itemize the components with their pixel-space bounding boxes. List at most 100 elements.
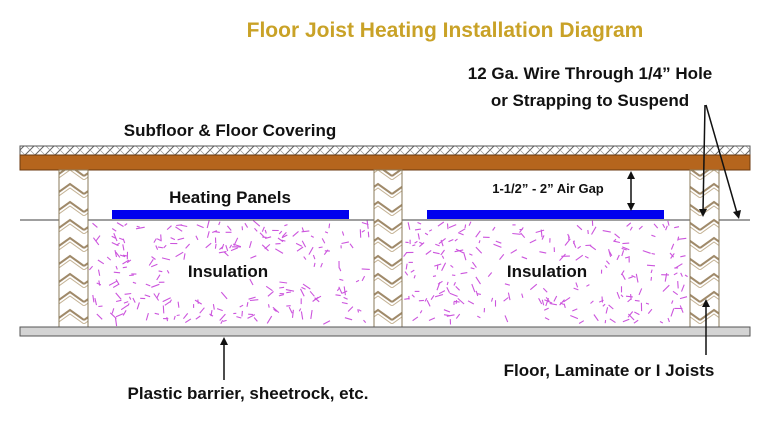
insulation-fiber [504, 283, 510, 286]
insulation-fiber [358, 309, 362, 312]
insulation-fiber [343, 296, 348, 300]
insulation-fiber [281, 239, 286, 242]
wire-leader-line-b [705, 104, 738, 214]
insulation-fiber [412, 244, 416, 247]
insulation-fiber [464, 224, 467, 229]
insulation-fiber [621, 274, 626, 280]
insulation-fiber [273, 308, 277, 313]
insulation-fiber [288, 306, 293, 314]
insulation-fiber [428, 229, 433, 232]
insulation-fiber [156, 238, 161, 241]
insulation-fiber [448, 238, 454, 243]
insulation-fiber [646, 264, 656, 267]
insulation-fiber [310, 235, 314, 238]
insulation-fiber [249, 278, 254, 286]
insulation-fiber [443, 309, 451, 313]
insulation-fiber [604, 265, 608, 269]
insulation-fiber [454, 249, 464, 253]
insulation-fiber [628, 276, 633, 279]
insulation-fiber [108, 280, 118, 286]
insulation-fiber [173, 315, 176, 320]
insulation-fiber [122, 244, 125, 251]
insulation-fiber [529, 239, 537, 244]
insulation-fiber [341, 290, 348, 294]
insulation-fiber [677, 236, 680, 241]
insulation-fiber [412, 316, 419, 322]
insulation-fiber [145, 312, 149, 321]
insulation-fiber [111, 228, 117, 232]
insulation-fiber [622, 242, 630, 245]
insulation-fiber [126, 259, 132, 264]
insulation-fiber [281, 232, 287, 238]
insulation-fiber [265, 285, 273, 292]
insulation-fiber [575, 282, 579, 288]
insulation-label-right: Insulation [507, 262, 587, 281]
insulation-fiber [301, 286, 306, 290]
insulation-fiber [679, 296, 688, 300]
insulation-fiber [132, 297, 136, 303]
insulation-fiber [308, 246, 314, 255]
insulation-fiber [495, 240, 502, 244]
insulation-fiber [520, 232, 526, 239]
insulation-fiber [455, 286, 460, 291]
insulation-label-left: Insulation [188, 262, 268, 281]
insulation-fiber [277, 237, 284, 243]
insulation-fiber [638, 225, 643, 230]
wire-leader-line-a [702, 104, 706, 213]
insulation-fiber [109, 312, 117, 319]
insulation-fiber [361, 229, 365, 233]
insulation-fiber [543, 307, 549, 311]
insulation-fiber [341, 301, 348, 305]
insulation-fiber [572, 308, 578, 312]
insulation-fiber [324, 231, 329, 234]
insulation-fiber [124, 223, 128, 226]
insulation-fiber [512, 232, 521, 235]
insulation-fiber [272, 306, 280, 314]
insulation-fiber [97, 259, 105, 265]
insulation-fiber [96, 313, 103, 320]
insulation-fiber [116, 222, 124, 227]
insulation-fiber [123, 301, 129, 304]
insulation-fiber [680, 284, 685, 292]
insulation-fiber [266, 315, 273, 324]
insulation-fiber [162, 305, 165, 314]
insulation-fiber [367, 231, 370, 238]
insulation-fiber [250, 255, 257, 259]
insulation-fiber [544, 299, 553, 304]
air-gap-arrowhead-top [627, 171, 635, 179]
insulation-fiber [148, 258, 154, 266]
insulation-fiber [339, 278, 344, 281]
air-gap-label: 1-1/2” - 2” Air Gap [492, 181, 604, 196]
insulation-fiber [119, 237, 124, 241]
insulation-fiber [665, 225, 668, 231]
insulation-fiber [291, 309, 294, 318]
insulation-fiber [677, 281, 679, 289]
insulation-fiber [301, 230, 310, 233]
diagram-title: Floor Joist Heating Installation Diagram [247, 19, 644, 42]
insulation-fiber [249, 299, 259, 302]
insulation-fiber [651, 252, 656, 255]
insulation-fiber [404, 271, 409, 276]
insulation-fiber [440, 249, 445, 256]
insulation-fiber [111, 235, 117, 239]
insulation-fiber [630, 294, 632, 300]
insulation-fiber [446, 223, 449, 230]
insulation-fiber [544, 317, 550, 321]
insulation-fiber [455, 313, 461, 319]
insulation-fiber [157, 246, 163, 249]
insulation-fiber [631, 275, 636, 278]
insulation-fiber [449, 292, 458, 297]
insulation-fiber [584, 255, 589, 259]
insulation-fiber [239, 304, 244, 308]
insulation-fiber [220, 320, 224, 325]
barrier-layer [19, 326, 751, 337]
insulation-fiber [628, 313, 635, 321]
insulation-fiber [670, 243, 675, 250]
insulation-fiber [151, 283, 160, 288]
insulation-fiber [267, 304, 270, 308]
insulation-fiber [459, 228, 466, 233]
insulation-fiber [347, 306, 354, 312]
joist-leader-arrowhead [702, 299, 710, 307]
insulation-fiber [441, 255, 445, 259]
insulation-fiber [179, 224, 188, 228]
